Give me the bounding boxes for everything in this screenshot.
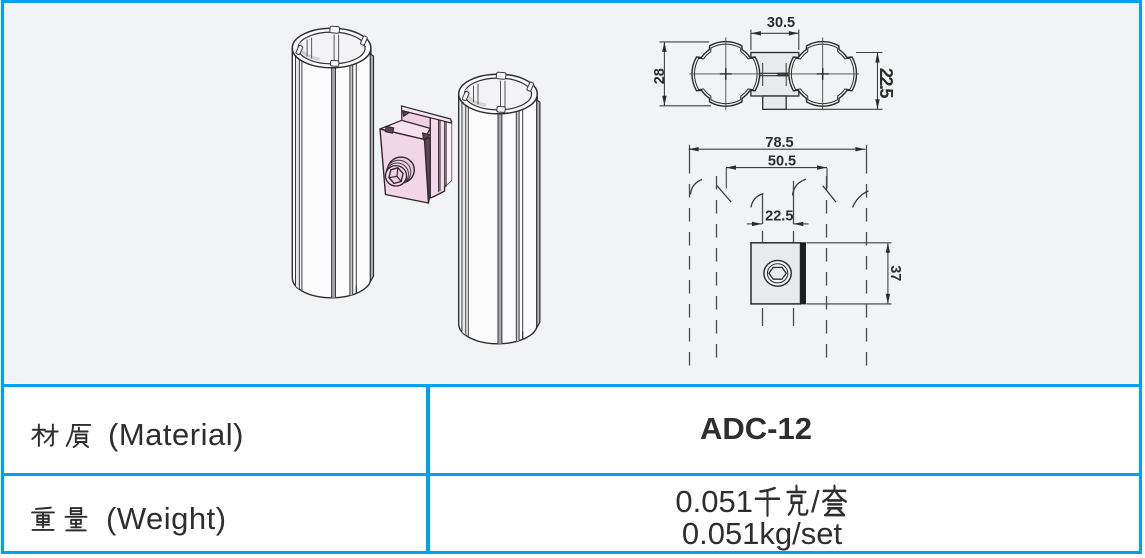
svg-text:22.5: 22.5 xyxy=(876,68,897,99)
svg-text:22.5: 22.5 xyxy=(765,209,793,225)
svg-text:50.5: 50.5 xyxy=(768,153,796,169)
svg-text:30.5: 30.5 xyxy=(767,15,795,31)
svg-text:28: 28 xyxy=(652,68,668,84)
svg-text:78.5: 78.5 xyxy=(765,135,793,151)
svg-text:37: 37 xyxy=(887,265,903,281)
